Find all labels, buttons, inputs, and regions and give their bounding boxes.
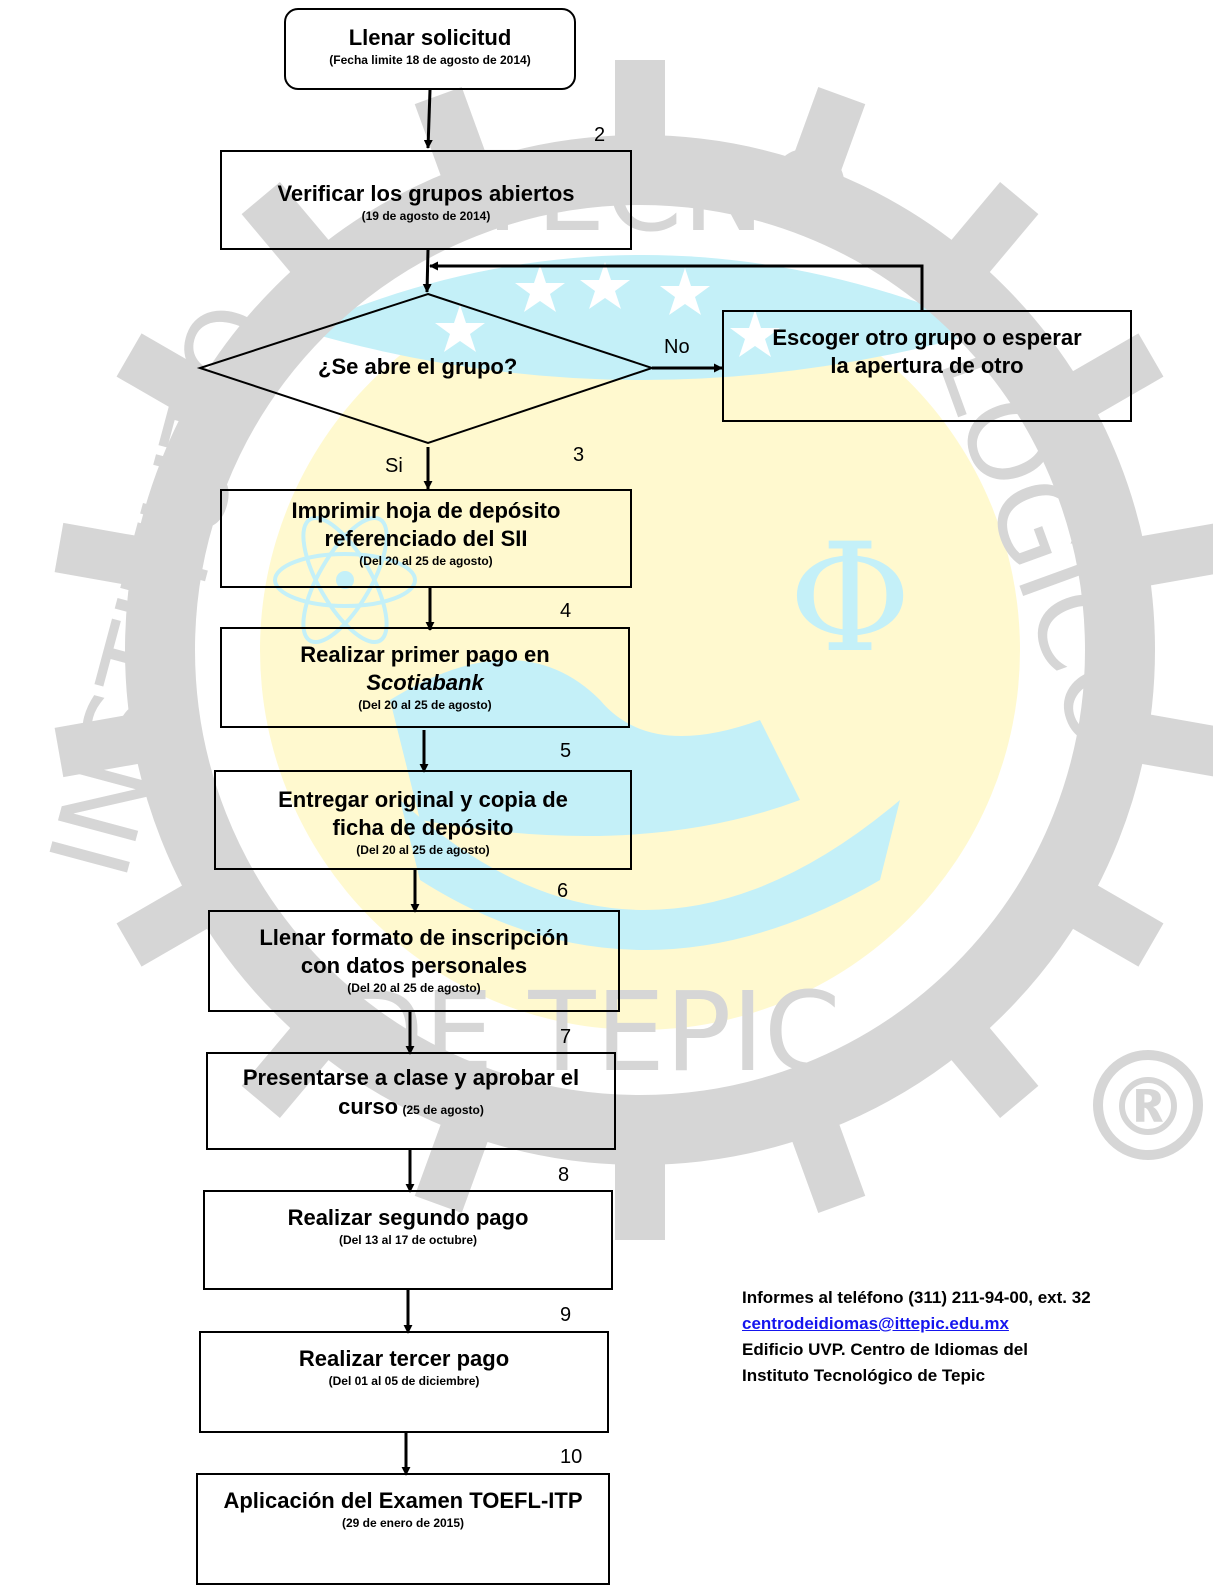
- decision-question: ¿Se abre el grupo?: [318, 354, 518, 379]
- decision-yes-label: Si: [385, 455, 403, 477]
- step-7-number: 7: [560, 1026, 572, 1048]
- step-6-line-1: Llenar formato de inscripción: [259, 925, 569, 950]
- step-4-date: (Del 20 al 25 de agosto): [358, 698, 492, 712]
- step-4-line-1: Realizar primer pago en: [300, 642, 550, 667]
- step-10-title: Aplicación del Examen TOEFL-ITP: [223, 1488, 583, 1513]
- step-5-line-1: Entregar original y copia de: [278, 787, 568, 812]
- step-5-box: Entregar original y copia de ficha de de…: [214, 770, 632, 870]
- step-6-line-2: con datos personales: [300, 953, 528, 978]
- step-4-number: 4: [560, 600, 572, 622]
- step-10-date: (29 de enero de 2015): [341, 1516, 465, 1530]
- loop-back-line: [429, 261, 924, 310]
- arrow-2-decision: [422, 249, 432, 293]
- contact-email-link[interactable]: centrodeidiomas@ittepic.edu.mx: [742, 1314, 1009, 1333]
- contact-phone: Informes al teléfono (311) 211-94-00, ex…: [742, 1288, 1091, 1307]
- step-9-box: Realizar tercer pago (Del 01 al 05 de di…: [199, 1331, 609, 1433]
- step-7-line-1: Presentarse a clase y aprobar el: [242, 1065, 580, 1090]
- step-9-title: Realizar tercer pago: [298, 1346, 510, 1371]
- step-1-box: Llenar solicitud (Fecha limite 18 de ago…: [284, 8, 576, 90]
- phi-symbol: Φ: [789, 512, 912, 686]
- step-1-title: Llenar solicitud: [348, 25, 512, 50]
- step-10-box: Aplicación del Examen TOEFL-ITP (29 de e…: [196, 1473, 610, 1585]
- step-5-date: (Del 20 al 25 de agosto): [356, 843, 490, 857]
- contact-building: Edificio UVP. Centro de Idiomas del: [742, 1340, 1028, 1359]
- step-3-line-1: Imprimir hoja de depósito: [291, 498, 561, 523]
- step-8-date: (Del 13 al 17 de octubre): [338, 1233, 478, 1247]
- step-10-number: 10: [560, 1446, 583, 1468]
- step-2-date: (19 de agosto de 2014): [361, 209, 491, 223]
- step-8-title: Realizar segundo pago: [287, 1205, 529, 1230]
- step-7-line-2: curso: [338, 1094, 399, 1119]
- step-6-number: 6: [557, 880, 569, 902]
- step-2-title: Verificar los grupos abiertos: [277, 181, 575, 206]
- step-5-line-2: ficha de depósito: [332, 815, 514, 840]
- step-9-number: 9: [560, 1304, 572, 1326]
- step-8-box: Realizar segundo pago (Del 13 al 17 de o…: [203, 1190, 613, 1290]
- step-3-line-2: referenciado del SII: [324, 526, 528, 551]
- watermark-text-bottom: DE TEPIC: [339, 968, 840, 1096]
- watermark-text-top: TECNO: [468, 128, 851, 256]
- step-1-date: (Fecha limite 18 de agosto de 2014): [329, 53, 531, 67]
- step-5-number: 5: [560, 740, 572, 762]
- step-7-box: Presentarse a clase y aprobar el curso (…: [206, 1052, 616, 1150]
- step-3-box: Imprimir hoja de depósito referenciado d…: [220, 489, 632, 588]
- alternate-box: Escoger otro grupo o esperar la apertura…: [722, 310, 1132, 422]
- step-3-number: 3: [573, 444, 585, 466]
- step-8-number: 8: [558, 1164, 570, 1186]
- registered-mark: ®: [1108, 1061, 1188, 1154]
- step-2-number: 2: [594, 124, 606, 146]
- step-9-date: (Del 01 al 05 de diciembre): [328, 1374, 480, 1388]
- step-6-box: Llenar formato de inscripción con datos …: [208, 910, 620, 1012]
- step-3-date: (Del 20 al 25 de agosto): [359, 554, 493, 568]
- alternate-line-2: la apertura de otro: [830, 353, 1024, 378]
- step-2-box: Verificar los grupos abiertos (19 de ago…: [220, 150, 632, 250]
- alternate-line-1: Escoger otro grupo o esperar: [772, 325, 1082, 350]
- contact-info: Informes al teléfono (311) 211-94-00, ex…: [742, 1285, 1212, 1389]
- step-6-date: (Del 20 al 25 de agosto): [347, 981, 481, 995]
- decision-no-label: No: [664, 336, 690, 358]
- step-4-line-2: Scotiabank: [366, 670, 484, 695]
- step-7-date: (25 de agosto): [402, 1103, 484, 1117]
- step-4-box: Realizar primer pago en Scotiabank (Del …: [220, 627, 630, 728]
- decision-diamond: [196, 292, 656, 445]
- arrow-1-2: [423, 89, 433, 149]
- contact-institute: Instituto Tecnológico de Tepic: [742, 1366, 986, 1385]
